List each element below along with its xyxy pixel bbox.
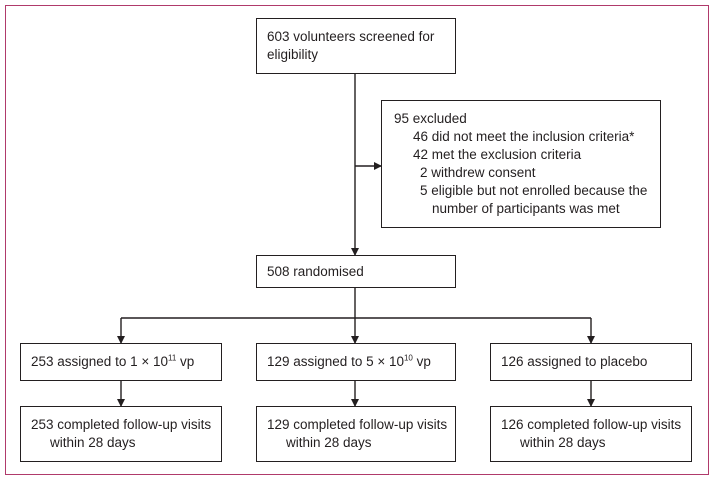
arm3-assigned-box: 126 assigned to placebo <box>490 343 692 381</box>
excluded-box: 95 excluded 46 did not meet the inclusio… <box>381 100 661 228</box>
excluded-item: 46 did not meet the inclusion criteria* <box>413 129 635 144</box>
completed-line: within 28 days <box>286 435 372 450</box>
exponent: 10 <box>403 353 413 363</box>
arm-assigned-text: 129 assigned to 5 × 10 <box>267 354 404 369</box>
arm-assigned-text: 253 assigned to 1 × 10 <box>31 354 168 369</box>
randomised-text: 508 randomised <box>267 264 364 279</box>
exponent: 11 <box>167 353 177 363</box>
screening-box: 603 volunteers screened for eligibility <box>256 18 456 74</box>
arm2-completed-box: 129 completed follow-up visits within 28… <box>256 406 456 462</box>
arm2-assigned-box: 129 assigned to 5 × 1010 vp <box>256 343 456 381</box>
arm1-completed-box: 253 completed follow-up visits within 28… <box>20 406 222 462</box>
completed-line: within 28 days <box>520 435 606 450</box>
screening-text: 603 volunteers screened for eligibility <box>267 29 435 62</box>
randomised-box: 508 randomised <box>256 255 456 288</box>
completed-line: 253 completed follow-up visits <box>31 417 212 432</box>
excluded-title: 95 excluded <box>394 111 467 126</box>
arm1-assigned-box: 253 assigned to 1 × 1011 vp <box>20 343 222 381</box>
completed-line: 129 completed follow-up visits <box>267 417 448 432</box>
arm-assigned-suffix: vp <box>176 354 195 369</box>
arm-assigned-text: 126 assigned to placebo <box>501 354 648 369</box>
excluded-item: 2 withdrew consent <box>420 165 536 180</box>
completed-line: 126 completed follow-up visits <box>501 417 682 432</box>
excluded-item: 5 eligible but not enrolled because the … <box>394 182 660 218</box>
arm3-completed-box: 126 completed follow-up visits within 28… <box>490 406 692 462</box>
figure-frame <box>5 5 709 475</box>
arm-assigned-suffix: vp <box>412 354 431 369</box>
excluded-item-text: 5 eligible but not enrolled because the … <box>420 183 648 216</box>
excluded-item: 42 met the exclusion criteria <box>413 147 582 162</box>
completed-line: within 28 days <box>50 435 136 450</box>
